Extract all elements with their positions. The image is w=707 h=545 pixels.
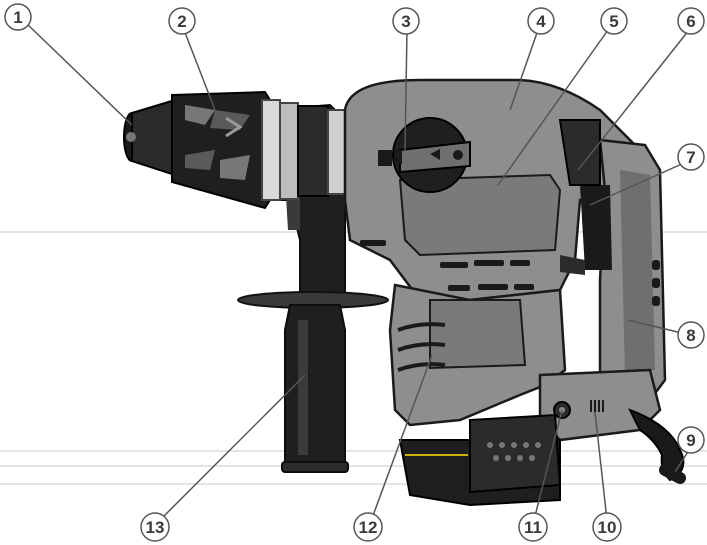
callout-13: 13 [140,512,170,542]
callout-5: 5 [600,7,628,35]
callout-2: 2 [168,7,196,35]
callout-4: 4 [527,7,555,35]
rear-accent [558,119,601,186]
svg-text:5: 5 [609,12,618,31]
svg-text:10: 10 [598,518,617,537]
collar-rings [261,99,351,201]
housing [343,78,667,507]
chuck [123,98,176,177]
callout-9: 9 [677,426,705,454]
svg-text:2: 2 [177,12,186,31]
svg-text:6: 6 [686,12,695,31]
callout-1: 1 [4,3,32,31]
svg-text:13: 13 [146,518,165,537]
callout-6: 6 [677,7,705,35]
callout-11: 11 [518,512,548,542]
svg-text:4: 4 [536,12,546,31]
svg-text:1: 1 [13,8,22,27]
svg-text:12: 12 [359,518,378,537]
power-cord [627,408,686,484]
svg-text:7: 7 [686,148,695,167]
svg-text:9: 9 [686,431,695,450]
locking-sleeve [171,90,271,210]
callout-7: 7 [677,143,705,171]
mode-selector [378,117,471,193]
svg-text:8: 8 [686,326,695,345]
callout-8: 8 [677,321,705,349]
callout-3: 3 [392,7,420,35]
callout-12: 12 [353,512,383,542]
callout-10: 10 [592,512,622,542]
svg-text:11: 11 [524,518,542,537]
leader-lines [25,22,692,522]
svg-text:3: 3 [401,12,410,31]
